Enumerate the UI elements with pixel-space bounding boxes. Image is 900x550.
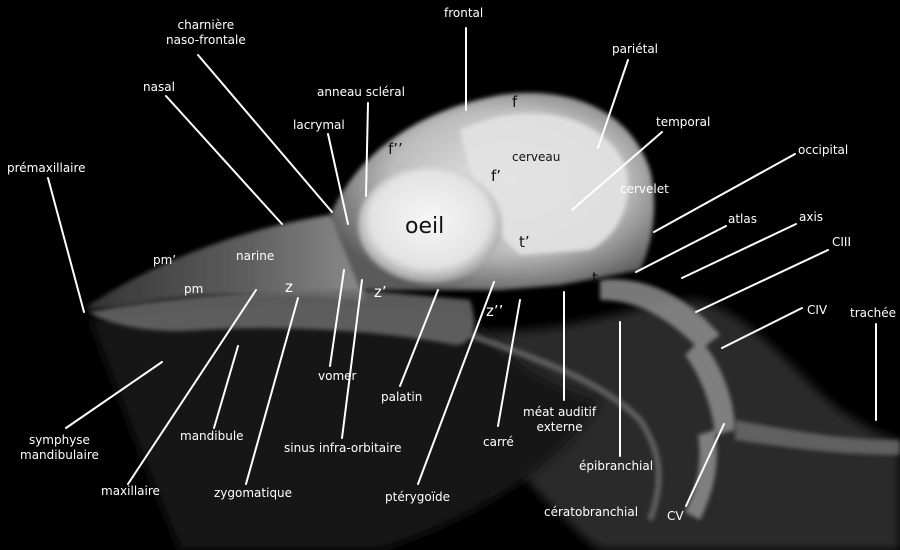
leader-maxillaire — [127, 289, 257, 485]
label-zygomatique: zygomatique — [214, 486, 293, 500]
trachea-silhouette — [735, 420, 900, 455]
label-charniere: charnière naso-frontale — [166, 18, 246, 47]
inner-label-narine: narine — [236, 249, 275, 263]
label-cv: CV — [667, 509, 684, 523]
label-ceratobranchial: cératobranchial — [544, 505, 639, 519]
jaw-shadow — [90, 303, 600, 550]
leader-nasal — [165, 95, 283, 225]
label-occipital: occipital — [798, 143, 849, 157]
leader-pterygoide — [417, 281, 495, 485]
inner-label-z: z — [285, 278, 293, 296]
mandible-silhouette — [88, 289, 475, 345]
leader-palatin — [399, 289, 439, 387]
label-symphyse: symphyse mandibulaire — [20, 433, 99, 462]
leader-lacrymal — [327, 133, 349, 225]
inner-label-z-double-prime: z’’ — [486, 302, 504, 320]
inner-label-oeil: oeil — [405, 214, 445, 239]
leader-cv — [685, 423, 725, 507]
label-vomer: vomer — [318, 369, 357, 383]
inner-label-f-prime: f’ — [491, 167, 502, 185]
label-anneau: anneau scléral — [317, 85, 405, 99]
label-parietal: pariétal — [612, 42, 659, 56]
leader-parietal — [597, 59, 629, 149]
label-palatin: palatin — [381, 390, 423, 404]
label-carre: carré — [483, 435, 514, 449]
label-trachee: trachée — [850, 306, 896, 320]
neck-soft-tissue — [470, 300, 900, 550]
leader-atlas — [635, 225, 727, 273]
label-mandibule: mandibule — [180, 429, 244, 443]
eye-silhouette — [358, 167, 502, 283]
label-axis: axis — [799, 210, 824, 224]
label-nasal: nasal — [143, 80, 175, 94]
label-temporal: temporal — [656, 115, 711, 129]
leader-premaxillaire — [47, 177, 85, 313]
leader-temporal — [571, 131, 663, 211]
leader-symphyse — [65, 361, 163, 429]
label-frontal: frontal — [444, 6, 484, 20]
label-atlas: atlas — [728, 212, 757, 226]
label-lacrymal: lacrymal — [293, 118, 345, 132]
label-civ: CIV — [807, 303, 828, 317]
inner-label-f-double-prime: f’’ — [388, 140, 403, 158]
inner-label-cerveau: cerveau — [512, 150, 561, 164]
inner-label-z-prime: z’ — [374, 283, 387, 301]
inner-label-f: f — [512, 93, 518, 111]
leader-carre — [497, 299, 521, 427]
leader-occipital — [653, 153, 796, 233]
label-sinus: sinus infra-orbitaire — [284, 441, 402, 455]
leader-anneau — [365, 102, 369, 197]
label-epibranchial: épibranchial — [579, 459, 654, 473]
leader-axis — [681, 223, 797, 279]
inner-label-cervelet: cervelet — [620, 182, 669, 196]
label-pterygoide: ptérygoïde — [385, 490, 451, 504]
inner-label-t-prime: t’ — [519, 233, 530, 251]
inner-label-t: t — [592, 269, 598, 287]
inner-label-pm-prime: pm’ — [153, 253, 177, 267]
leader-vomer — [329, 269, 345, 367]
label-ciii: CIII — [832, 235, 851, 249]
label-meat: méat auditif externe — [523, 405, 597, 434]
leader-sinus — [341, 279, 363, 439]
hyoid-silhouette — [468, 332, 662, 522]
leader-civ — [721, 307, 803, 349]
label-premaxillaire: prémaxillaire — [7, 161, 86, 175]
beak-silhouette — [85, 215, 365, 309]
brain-silhouette — [460, 113, 629, 255]
inner-label-pm: pm — [184, 282, 204, 296]
leader-mandibule — [213, 345, 239, 429]
leader-ciii — [695, 249, 829, 313]
label-maxillaire: maxillaire — [101, 484, 160, 498]
leader-zygomatique — [245, 297, 299, 485]
leader-charniere — [197, 54, 333, 213]
